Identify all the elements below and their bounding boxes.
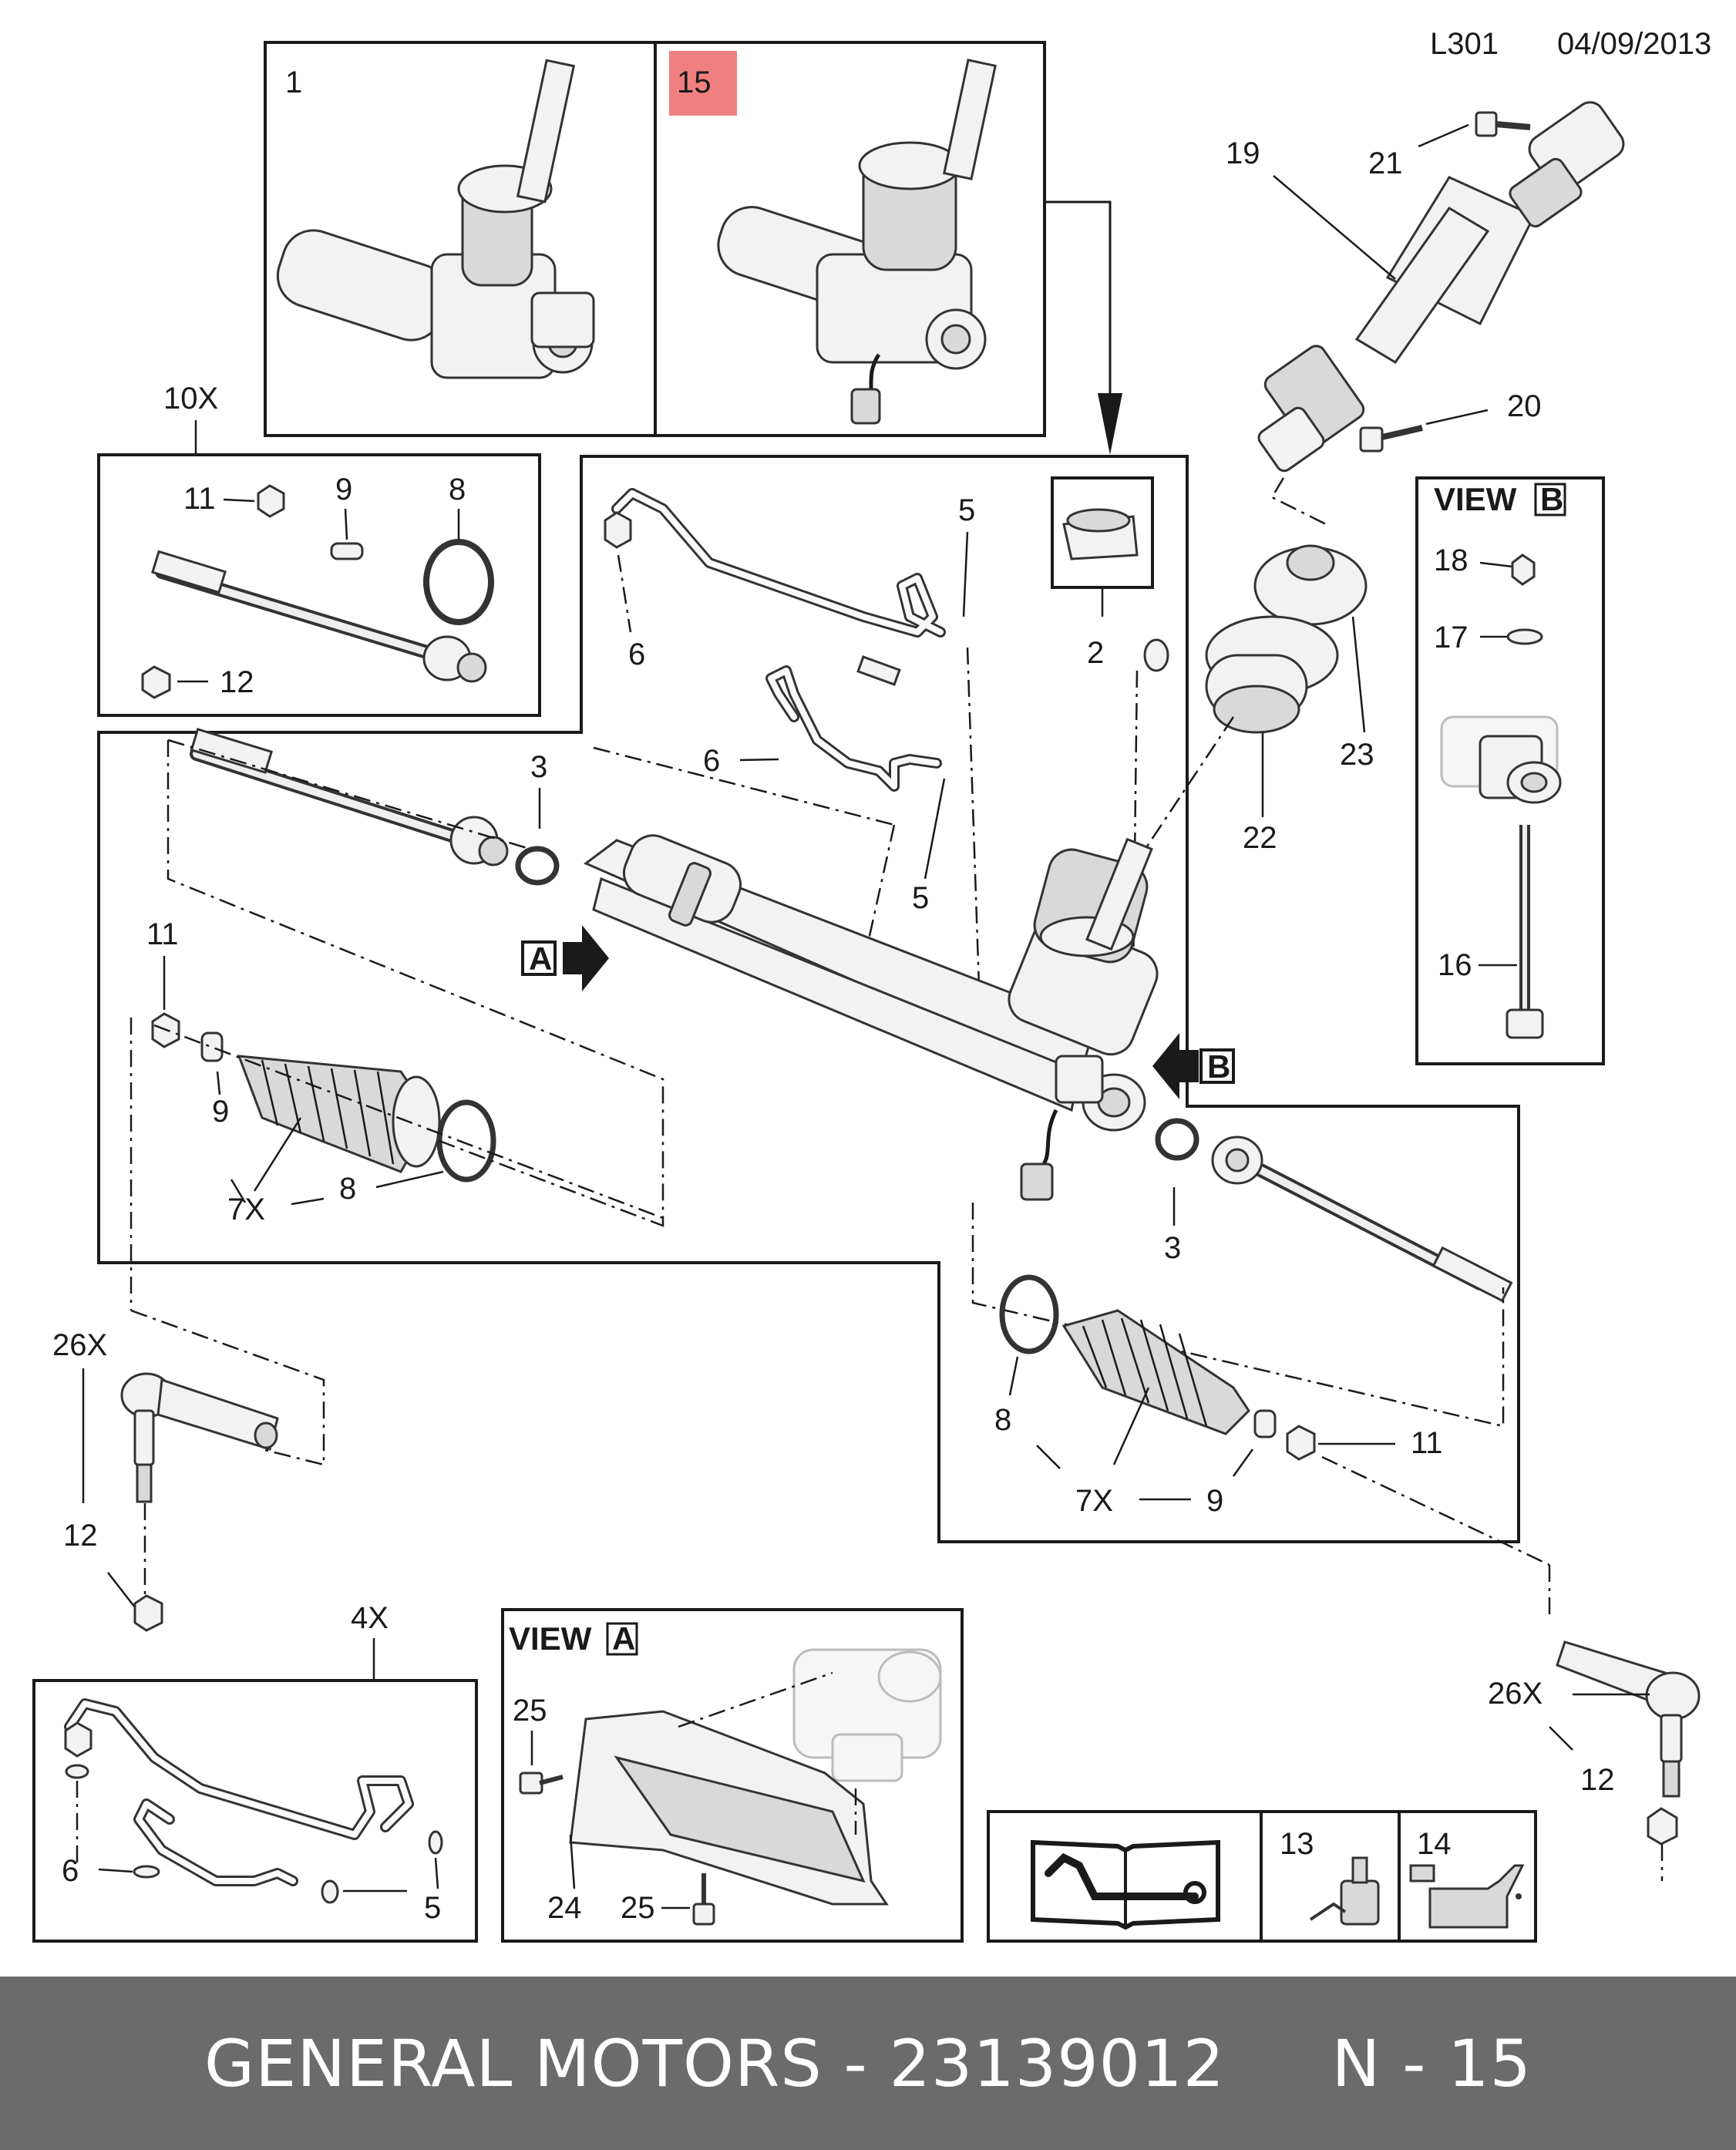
oil-can-icon: [1409, 1864, 1525, 1929]
label-10x: 10X: [163, 382, 218, 416]
diagram-date: 04/09/2013: [1557, 27, 1711, 61]
outer-tie-rod-right: [1556, 1640, 1701, 1798]
label-14: 14: [1417, 1827, 1452, 1861]
label-20: 20: [1507, 389, 1542, 423]
kit-box-10x: 10X 11 9 8 12: [97, 382, 541, 717]
view-b-title: VIEW: [1434, 481, 1517, 517]
label-24: 24: [547, 1891, 582, 1925]
detail-box-2: [1051, 476, 1154, 617]
label-5-top: 5: [958, 493, 975, 527]
inner-tie-rod-right: [1211, 1136, 1513, 1303]
footer-gap: [1225, 2026, 1332, 2101]
info-boxes: 13 14: [987, 1810, 1537, 1943]
label-3-right: 3: [1164, 1231, 1181, 1265]
label-5-mid: 5: [912, 881, 929, 915]
intermediate-shaft-19: [1257, 101, 1625, 526]
label-13: 13: [1280, 1827, 1314, 1861]
label-26x-left: 26X: [52, 1328, 107, 1362]
label-5-kit: 5: [424, 1891, 441, 1925]
inner-tie-rod-left: [190, 728, 509, 866]
steering-gear-illustration-1: [276, 59, 595, 379]
housing-ghost-detail: [792, 1648, 942, 1782]
footer-separator: -: [822, 2025, 890, 2101]
label-12-left: 12: [63, 1519, 98, 1553]
label-8-left: 8: [339, 1172, 356, 1206]
view-a-box: VIEW A 25 24 25: [501, 1608, 964, 1943]
label-11-kit: 11: [183, 482, 216, 516]
label-3-left: 3: [530, 750, 547, 784]
view-a-arrow: A: [521, 925, 609, 991]
label-6-mid: 6: [703, 744, 720, 778]
label-6-top: 6: [628, 638, 645, 671]
bolt-21: [1475, 111, 1531, 137]
parts-diagram: L301 04/09/2013 1 15: [32, 27, 1711, 1943]
label-17: 17: [1434, 621, 1469, 654]
label-7x-right: 7X: [1075, 1484, 1113, 1518]
label-19: 19: [1226, 136, 1260, 170]
view-b-box: VIEW B 18 17 16: [1415, 476, 1605, 1065]
variant-box-1: 1: [264, 41, 657, 437]
bolt-25-bottom: [692, 1873, 715, 1926]
clip-bracket: [856, 655, 901, 686]
label-25-top: 25: [513, 1694, 547, 1728]
seal-2: [1143, 638, 1169, 672]
label-9-left: 9: [212, 1095, 229, 1129]
highlight-15: [669, 51, 737, 116]
bolt-20: [1359, 425, 1423, 453]
view-a-letter: A: [612, 1620, 635, 1657]
boot-22: [1205, 615, 1339, 734]
steering-gear-illustration-15: [717, 59, 997, 425]
label-8-kit: 8: [449, 473, 466, 506]
footer-brand: GENERAL MOTORS: [204, 2025, 823, 2101]
label-4x: 4X: [351, 1601, 389, 1635]
main-assembly-frame: [97, 455, 1520, 1543]
label-12-right: 12: [1580, 1763, 1615, 1797]
footer-banner: GENERAL MOTORS - 23139012 N - 15: [0, 1977, 1736, 2150]
seal-23: [1253, 544, 1368, 626]
boot-7x-left: [237, 1055, 441, 1173]
footer-part-number: 23139012: [889, 2025, 1226, 2101]
label-9-kit: 9: [335, 473, 352, 506]
variant-box-15: 15: [654, 41, 1046, 437]
label-11-left: 11: [146, 917, 179, 951]
gear-housing-detail: [1440, 715, 1562, 804]
manual-book-icon: [1031, 1839, 1220, 1930]
adhesive-bottle-icon: [1309, 1856, 1380, 1926]
label-25-bottom: 25: [621, 1891, 655, 1925]
label-6-kit: 6: [62, 1854, 79, 1888]
label-15: 15: [677, 66, 712, 99]
view-a-title: VIEW: [509, 1620, 592, 1657]
outer-tie-rod-left: [120, 1372, 279, 1503]
pointer-arrow: [1098, 393, 1122, 455]
label-1: 1: [285, 66, 302, 99]
heat-shield-24: [569, 1710, 889, 1906]
label-23: 23: [1340, 738, 1374, 772]
label-18: 18: [1434, 543, 1469, 577]
label-7x-left: 7X: [227, 1193, 265, 1226]
label-12-kit: 12: [220, 665, 254, 699]
diagram-code: L301: [1430, 27, 1499, 61]
label-26x-right: 26X: [1488, 1677, 1543, 1711]
rack-housing: [584, 834, 1159, 1201]
label-2: 2: [1087, 636, 1104, 670]
inner-tie-rod-kit: [151, 550, 487, 683]
boot-7x-right: [1061, 1309, 1250, 1435]
pipe-lines: [611, 488, 946, 792]
view-b-arrow: B: [1152, 1033, 1235, 1099]
kit-box-4x: 4X 6 5: [32, 1601, 478, 1943]
arrow-b-letter: B: [1207, 1048, 1230, 1085]
footer-page: N - 15: [1331, 2025, 1532, 2101]
bolt-25-top: [519, 1771, 564, 1795]
label-11-right: 11: [1411, 1426, 1443, 1460]
label-16: 16: [1438, 948, 1472, 982]
label-9-right: 9: [1206, 1484, 1223, 1518]
label-22: 22: [1243, 821, 1277, 855]
label-8-right: 8: [994, 1403, 1011, 1437]
arrow-a-letter: A: [529, 940, 552, 977]
label-21: 21: [1368, 146, 1403, 180]
view-b-letter: B: [1540, 481, 1563, 517]
